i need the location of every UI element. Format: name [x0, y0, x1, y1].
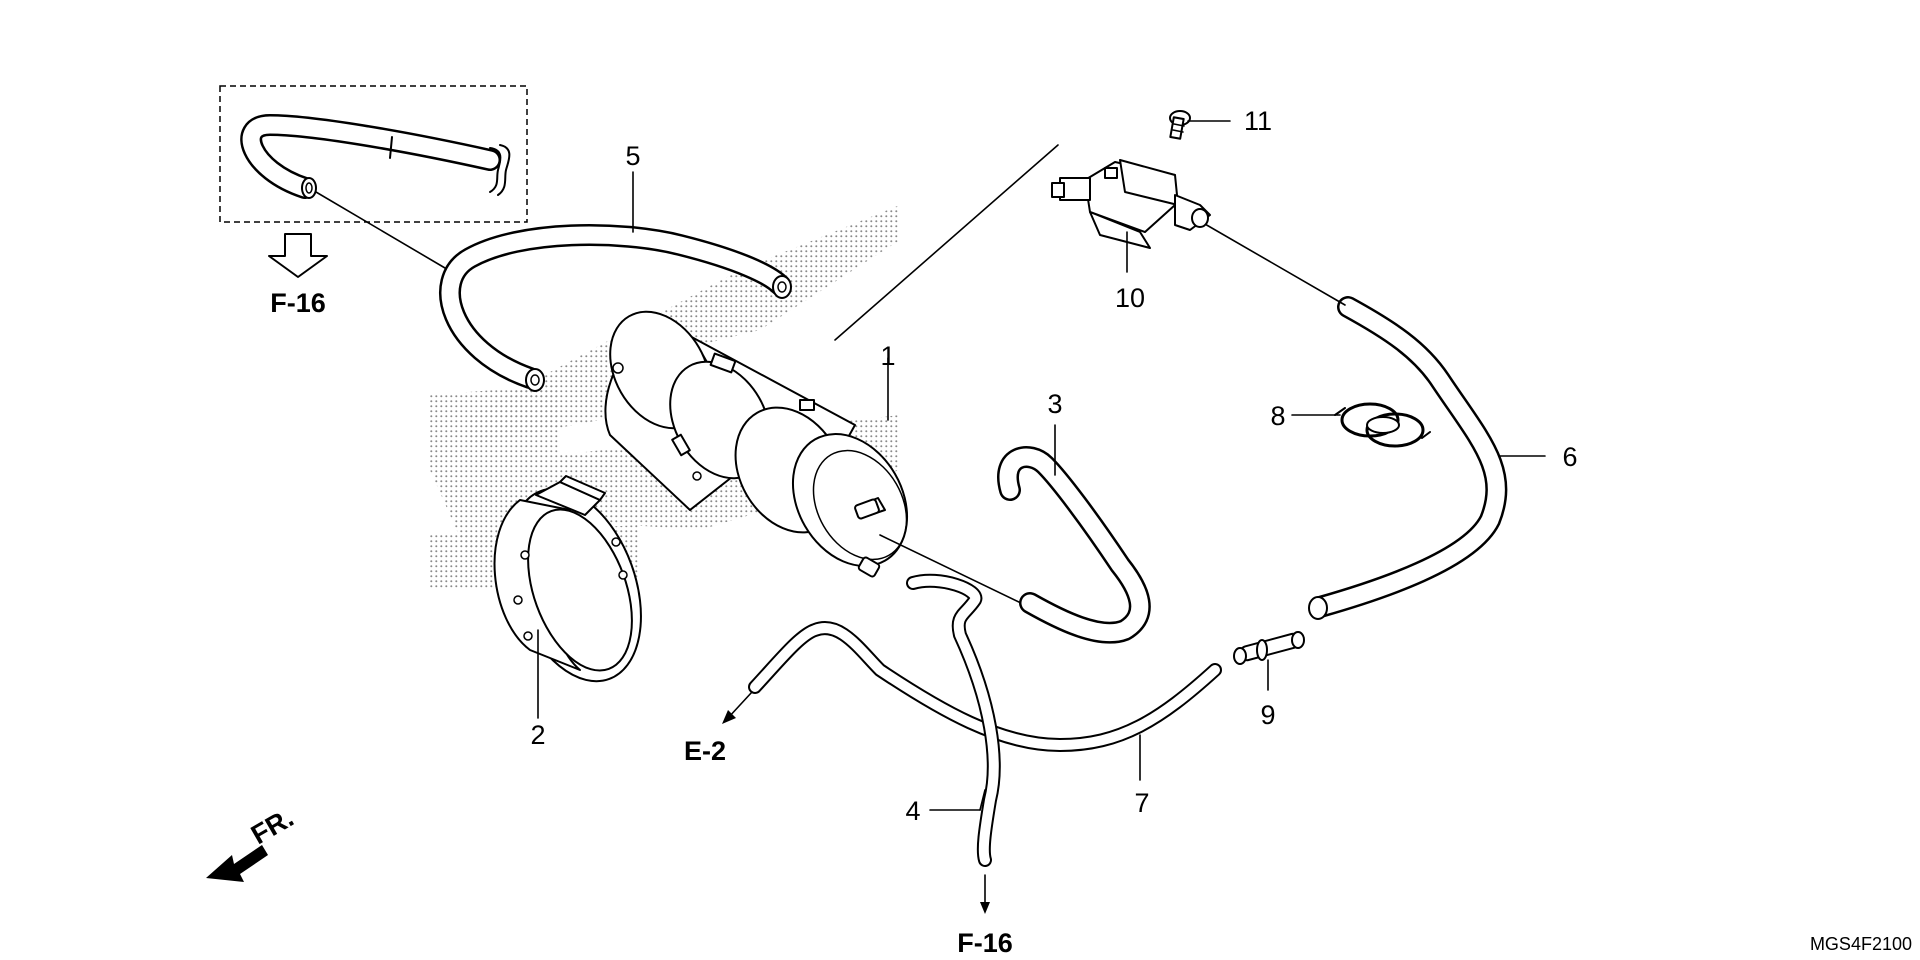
- part-label-3: 3: [1047, 389, 1062, 419]
- part-label-9: 9: [1260, 700, 1275, 730]
- hose-3: [997, 446, 1151, 644]
- section-ref-bottom: F-16: [957, 928, 1013, 958]
- diagram-code: MGS4F2100: [1810, 934, 1912, 954]
- part-label-2: 2: [530, 720, 545, 750]
- part-label-8: 8: [1270, 401, 1285, 431]
- hose-4: [906, 573, 1001, 867]
- part-label-1: 1: [880, 341, 895, 371]
- part-label-7: 7: [1134, 788, 1149, 818]
- down-arrow-icon: [268, 233, 328, 278]
- solenoid-valve: [1051, 159, 1211, 249]
- section-ref-e2: E-2: [684, 736, 726, 766]
- front-indicator-label: FR.: [246, 802, 299, 850]
- section-ref-top-left: F-16: [270, 288, 326, 318]
- joint-connector: [1233, 631, 1305, 665]
- canister: [604, 310, 909, 578]
- hose-5: [439, 224, 792, 392]
- leader-lines: [537, 120, 1546, 811]
- mounting-band: [493, 475, 642, 683]
- hose-6: [1308, 296, 1508, 620]
- inset-detail: [219, 85, 528, 223]
- hose-7: [748, 621, 1222, 752]
- bolt: [1169, 110, 1191, 140]
- part-label-5: 5: [625, 141, 640, 171]
- reference-arrows: [722, 691, 990, 914]
- part-label-6: 6: [1562, 442, 1577, 472]
- part-label-11: 11: [1244, 106, 1272, 136]
- front-arrow-icon: [206, 845, 268, 882]
- clamp: [1334, 402, 1431, 448]
- part-label-4: 4: [905, 796, 920, 826]
- part-label-10: 10: [1115, 283, 1145, 313]
